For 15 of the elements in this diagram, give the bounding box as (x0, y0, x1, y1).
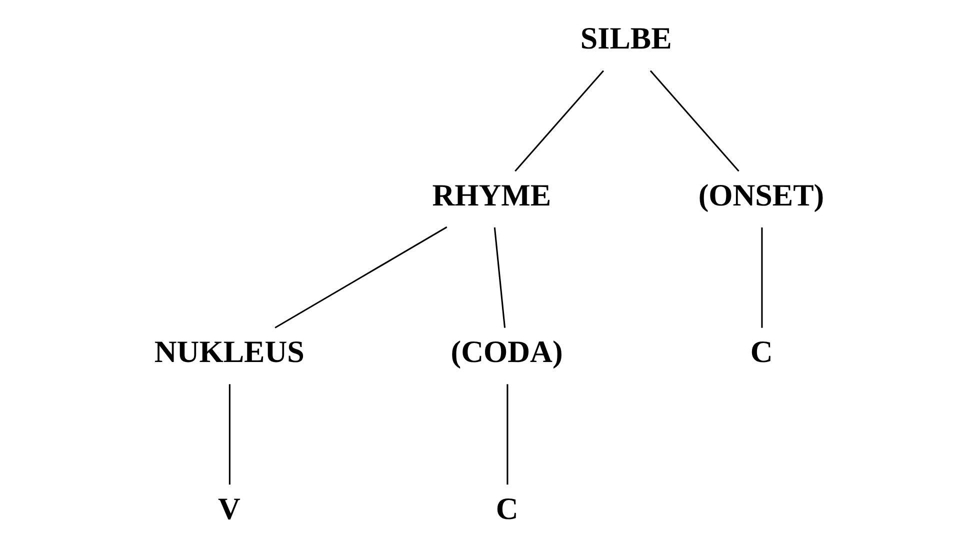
node-text: V (218, 490, 240, 526)
connector (274, 226, 448, 328)
node-text: SILBE (580, 20, 672, 56)
node-text: C (496, 490, 518, 526)
node-text: RHYME (432, 177, 552, 212)
node-text: (ONSET) (698, 177, 824, 212)
connector (228, 384, 230, 485)
connector (650, 70, 740, 172)
node-text: (CODA) (450, 334, 563, 370)
node-text: NUKLEUS (154, 334, 304, 370)
connector (506, 384, 508, 485)
connector (494, 227, 506, 328)
connector (514, 70, 604, 172)
node-text: C (750, 334, 773, 370)
connector (761, 227, 763, 328)
